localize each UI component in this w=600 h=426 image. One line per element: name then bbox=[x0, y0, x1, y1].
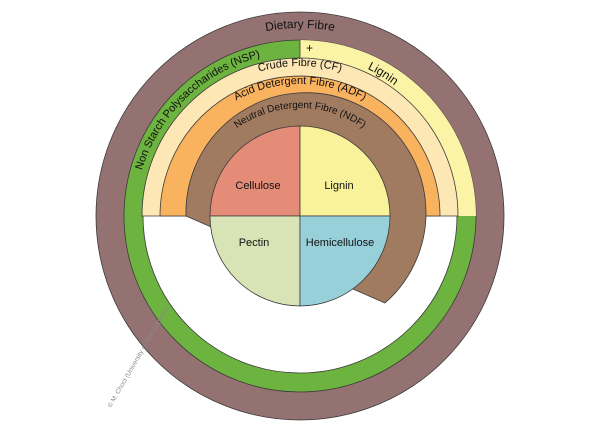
lignin-quadrant-label: Lignin bbox=[324, 180, 353, 192]
hemicellulose-quadrant bbox=[299, 215, 391, 307]
lignin-quadrant bbox=[299, 125, 391, 217]
hemicellulose-label: Hemicellulose bbox=[306, 237, 374, 249]
crude-fibre-label: Crude Fibre (CF) bbox=[257, 57, 344, 75]
pectin-quadrant bbox=[209, 215, 301, 307]
cellulose-label: Cellulose bbox=[235, 180, 280, 192]
pectin-label: Pectin bbox=[239, 237, 270, 249]
plus-sign: + bbox=[306, 41, 313, 55]
cellulose-quadrant bbox=[209, 125, 301, 217]
dietary-fibre-label: Dietary Fibre bbox=[264, 17, 336, 34]
